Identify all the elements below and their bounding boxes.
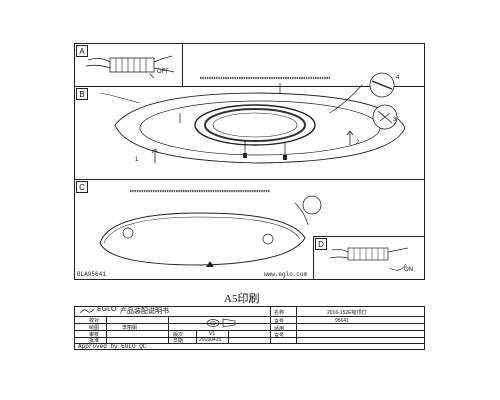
table-rule bbox=[74, 316, 270, 317]
panel-b-callout-4: 4 bbox=[396, 75, 400, 81]
drawing-frame bbox=[74, 43, 425, 280]
panel-b-mounting-illustration bbox=[99, 72, 406, 164]
divider-cd bbox=[313, 236, 314, 280]
panel-d-on-label: ON bbox=[404, 267, 413, 273]
panel-a-letter: A bbox=[76, 45, 88, 57]
panel-d-terminal-illustration bbox=[329, 247, 409, 271]
table-rule bbox=[106, 316, 107, 343]
panel-b-callout-1: 1 bbox=[135, 157, 139, 163]
table-rule bbox=[74, 343, 425, 344]
website: www.eglo.com bbox=[264, 271, 308, 278]
panel-a-terminal-illustration bbox=[85, 55, 175, 79]
row-label: 校对 bbox=[89, 318, 100, 324]
table-rule bbox=[270, 306, 271, 343]
version-label: 版次 bbox=[173, 332, 184, 338]
document-title: 产品装配说明书 bbox=[120, 308, 169, 315]
spec-table bbox=[74, 306, 425, 350]
table-rule bbox=[228, 330, 229, 343]
fit-label: 适用 bbox=[274, 326, 285, 332]
name-label: 名称 bbox=[274, 310, 285, 316]
table-rule bbox=[74, 337, 425, 338]
panel-a-off-label: OFF bbox=[157, 69, 169, 75]
panel-b-callout-3: 3 bbox=[393, 117, 397, 123]
approval-note: Approved by EGLO QC bbox=[78, 343, 147, 350]
table-rule bbox=[270, 316, 425, 317]
model-code: BLA95641 bbox=[77, 271, 106, 278]
divider-d-top bbox=[313, 236, 425, 237]
code-value: 95641 bbox=[335, 318, 349, 324]
projection-symbol-icon bbox=[206, 318, 236, 328]
row-label: 绘图 bbox=[89, 325, 100, 331]
print-format-title: A5印刷 bbox=[224, 293, 260, 305]
date-value: 20160425 bbox=[199, 337, 222, 343]
divider-bc bbox=[74, 179, 425, 180]
panel-d-letter: D bbox=[315, 238, 327, 250]
row-value: 李丽娟 bbox=[122, 325, 138, 331]
table-rule bbox=[168, 316, 169, 343]
eglo-logo-icon bbox=[79, 308, 95, 314]
panel-c-shade-illustration bbox=[99, 189, 322, 267]
name-value: 2016-152E吸顶灯 bbox=[327, 310, 367, 316]
version-value: V1 bbox=[209, 331, 216, 337]
code-label: 货号 bbox=[274, 319, 285, 325]
date-label: 日期 bbox=[173, 338, 184, 344]
divider-ab bbox=[74, 86, 425, 87]
row-label: 批准 bbox=[89, 338, 100, 344]
row-label: 审核 bbox=[89, 332, 100, 338]
brand-prefix: EGLO bbox=[97, 306, 117, 313]
fit2-label: 货号 bbox=[274, 333, 285, 339]
table-rule bbox=[196, 330, 197, 343]
panel-b-callout-2: 2 bbox=[356, 140, 360, 146]
divider-a-right bbox=[182, 43, 183, 86]
table-rule bbox=[74, 323, 425, 324]
panel-c-letter: C bbox=[76, 181, 88, 193]
table-rule bbox=[74, 330, 425, 331]
table-rule bbox=[296, 306, 297, 343]
panel-b-letter: B bbox=[76, 88, 88, 100]
